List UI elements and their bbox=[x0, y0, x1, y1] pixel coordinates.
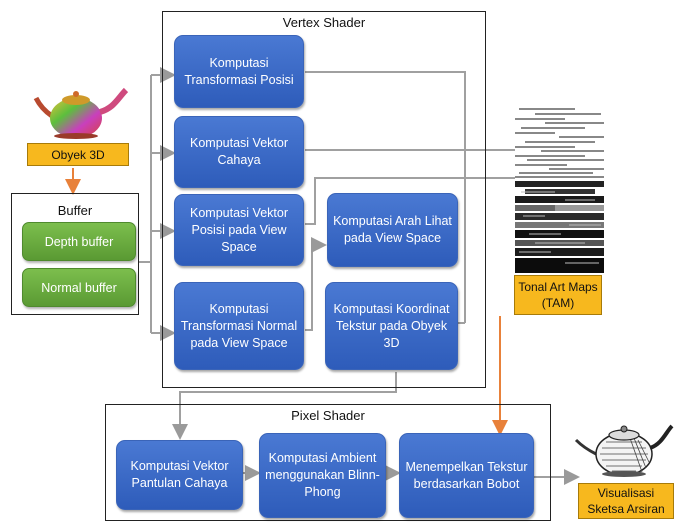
normal-buffer-box: Normal buffer bbox=[22, 268, 136, 307]
buffer-title: Buffer bbox=[57, 203, 93, 218]
box-koordinat-tekstur: Komputasi Koordinat Tekstur pada Obyek 3… bbox=[325, 282, 458, 370]
box-arah-lihat: Komputasi Arah Lihat pada View Space bbox=[327, 193, 458, 267]
tam-label: Tonal Art Maps (TAM) bbox=[514, 275, 602, 315]
box-vektor-cahaya: Komputasi Vektor Cahaya bbox=[174, 116, 304, 188]
buffer-frame: Buffer bbox=[11, 193, 139, 315]
box-vektor-pantulan: Komputasi Vektor Pantulan Cahaya bbox=[116, 440, 243, 510]
box-menempelkan-tekstur: Menempelkan Tekstur berdasarkan Bobot bbox=[399, 433, 534, 518]
box-vektor-posisi: Komputasi Vektor Posisi pada View Space bbox=[174, 194, 304, 266]
obyek-3d-label: Obyek 3D bbox=[27, 143, 129, 166]
box-transformasi-normal: Komputasi Transformasi Normal pada View … bbox=[174, 282, 304, 370]
pixel-shader-title: Pixel Shader bbox=[291, 408, 365, 423]
box-transformasi-posisi: Komputasi Transformasi Posisi bbox=[174, 35, 304, 108]
tonal-art-maps-image bbox=[515, 103, 604, 273]
vertex-shader-frame: Vertex Shader bbox=[162, 11, 486, 388]
teapot-3d-icon bbox=[33, 87, 129, 139]
depth-buffer-box: Depth buffer bbox=[22, 222, 136, 261]
visualisasi-label: Visualisasi Sketsa Arsiran bbox=[578, 483, 674, 519]
sketched-teapot-icon bbox=[574, 424, 674, 477]
vertex-shader-title: Vertex Shader bbox=[282, 15, 366, 30]
box-ambient-blinn-phong: Komputasi Ambient menggunakan Blinn-Phon… bbox=[259, 433, 386, 518]
pixel-shader-frame: Pixel Shader bbox=[105, 404, 551, 521]
